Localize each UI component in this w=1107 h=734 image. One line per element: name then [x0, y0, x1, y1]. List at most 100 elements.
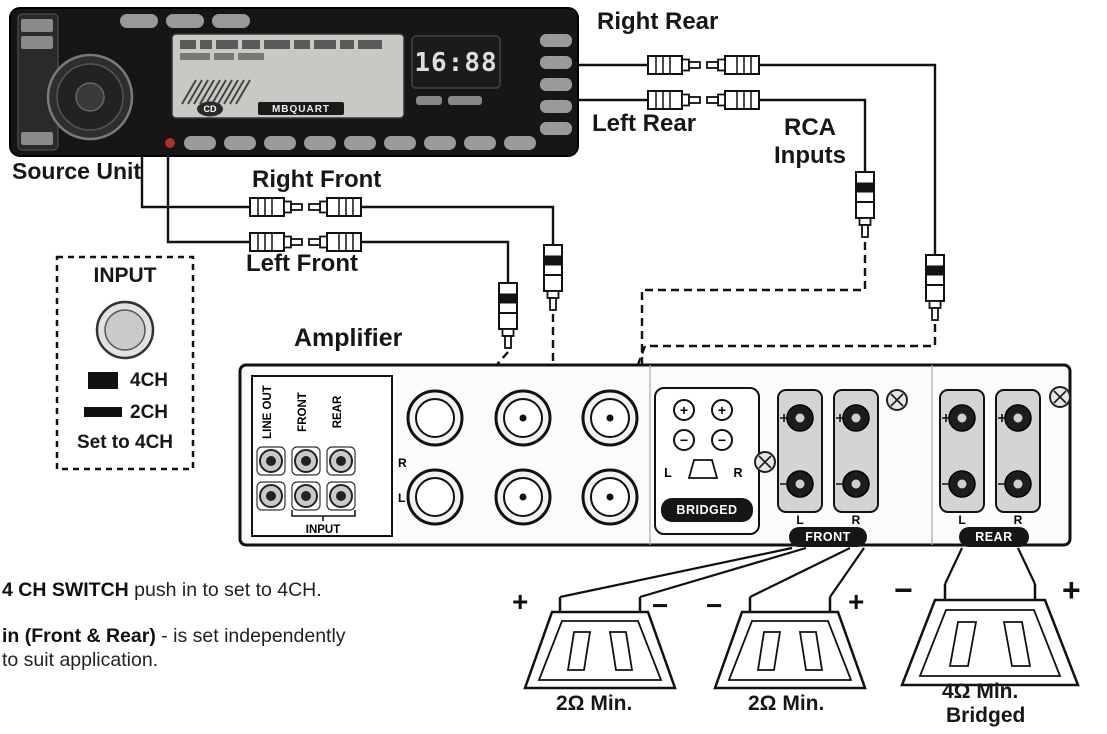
set-to-4ch-label: Set to 4CH [76, 432, 174, 453]
input-4ch-label: 4CH [130, 370, 169, 391]
rear-l-label: L [958, 513, 965, 527]
rca-pair-right-front [249, 197, 362, 217]
right-front-label: Right Front [252, 166, 382, 193]
binding-post [948, 404, 976, 432]
rear-label: REAR [975, 530, 1012, 544]
speaker3-label2: Bridged [946, 704, 1026, 727]
binding-post [786, 470, 814, 498]
amp-col-label-front: FRONT [297, 392, 309, 432]
head-unit-button [21, 19, 53, 32]
rca-pair-left-front [249, 232, 362, 252]
left-front-label: Left Front [246, 250, 358, 277]
speaker3-minus-sign: − [894, 572, 913, 608]
amplifier-panel: LINE OUT FRONT REAR R L INPUT [238, 363, 1072, 547]
front-r-label: R [852, 513, 861, 527]
speaker2-plus-sign: + [848, 586, 865, 617]
rca-inputs-line1: RCA [784, 114, 836, 141]
head-unit-button [21, 36, 53, 49]
rca-inputs-line2: Inputs [774, 142, 846, 169]
binding-post [842, 404, 870, 432]
speaker-front-left [523, 597, 677, 690]
binding-post [948, 470, 976, 498]
left-rear-label: Left Rear [592, 110, 697, 137]
power-button-icon [165, 138, 175, 148]
speaker2-label: 2Ω Min. [748, 692, 825, 715]
head-unit-button [21, 132, 53, 145]
speaker-wires [559, 546, 1036, 599]
note-4ch-switch: 4 CH SWITCH push in to set to 4CH. [2, 578, 422, 602]
screw-icon [754, 451, 776, 473]
clock-text: 16:88 [414, 48, 497, 78]
volume-knob-icon [46, 53, 134, 141]
front-label: FRONT [805, 530, 851, 544]
bridged-terminal-block: + + − − L R BRIDGED [654, 387, 760, 535]
head-unit-button [166, 14, 204, 28]
input-box-title: INPUT [93, 264, 157, 287]
rca-plug-front-left-vertical [498, 282, 518, 349]
right-rear-label: Right Rear [597, 8, 719, 35]
screw-icon [886, 389, 908, 411]
screw-icon [1049, 386, 1071, 408]
note-gain: in (Front & Rear) - is set independently… [2, 624, 354, 673]
cd-badge-text: CD [204, 104, 217, 114]
speaker1-plus-sign: + [512, 586, 529, 617]
amp-col-label-rear: REAR [332, 395, 344, 428]
brand-text: MBQUART [272, 104, 330, 115]
row-label-r: R [398, 456, 407, 470]
amp-col-label-line-out: LINE OUT [262, 385, 274, 439]
amp-rca-jacks [406, 389, 639, 526]
rca-pair-right-rear [647, 55, 760, 75]
speaker-glyph-icon [687, 459, 719, 479]
source-unit-illustration: CD MBQUART 16:88 [9, 7, 579, 157]
amp-input-legend: LINE OUT FRONT REAR R L INPUT [251, 375, 407, 537]
bridged-r-label: R [733, 466, 742, 480]
rca-plug-rear-left-vertical [855, 171, 875, 238]
bridged-plus-sign: + [718, 402, 726, 418]
bridged-plus-sign: + [680, 402, 688, 418]
rca-plug-front-right-vertical [543, 244, 563, 311]
bridged-l-label: L [664, 466, 672, 480]
rear-terminal-block: L R REAR [939, 389, 1041, 547]
amp-input-label: INPUT [306, 524, 341, 536]
rca-plug-rear-right-vertical [925, 254, 945, 321]
rca-cables [140, 63, 937, 283]
head-unit-side-buttons [540, 34, 572, 135]
volume-bars-icon [181, 79, 251, 105]
head-unit-display: CD MBQUART [171, 33, 405, 119]
switch-out-icon [88, 372, 118, 389]
binding-post [1004, 404, 1032, 432]
speaker3-label: 4Ω Min. [942, 680, 1019, 703]
front-l-label: L [796, 513, 803, 527]
source-unit-label: Source Unit [12, 158, 142, 184]
input-2ch-label: 2CH [130, 402, 169, 423]
speaker1-minus-sign: − [652, 590, 669, 621]
rca-inputs-label: RCA Inputs [752, 114, 868, 170]
bridged-label: BRIDGED [676, 503, 737, 517]
front-terminal-block: L R FRONT [777, 389, 879, 547]
head-unit-bottom-buttons [184, 136, 536, 150]
clock-display: 16:88 [411, 35, 501, 105]
binding-post [842, 470, 870, 498]
note-gain-rest: - is set independently to suit applicati… [2, 625, 346, 672]
head-unit-button [120, 14, 158, 28]
speaker3-plus-sign: + [1062, 572, 1081, 608]
bridged-minus-sign: − [680, 432, 688, 448]
binding-post [786, 404, 814, 432]
speaker2-minus-sign: − [706, 590, 723, 621]
cd-badge-icon [197, 101, 223, 117]
row-label-l: L [398, 491, 405, 505]
speaker-front-right [713, 597, 867, 690]
head-unit-button [212, 14, 250, 28]
input-switch-box [55, 255, 195, 471]
switch-in-icon [84, 407, 122, 417]
bridged-minus-sign: − [718, 432, 726, 448]
note-4ch-switch-rest: push in to set to 4CH. [128, 579, 322, 601]
binding-post [1004, 470, 1032, 498]
speaker-rear-bridged [900, 584, 1080, 687]
note-4ch-switch-bold: 4 CH SWITCH [2, 579, 129, 601]
note-gain-bold: in (Front & Rear) [2, 625, 156, 647]
rca-pair-left-rear [647, 90, 760, 110]
amplifier-label: Amplifier [294, 324, 403, 352]
